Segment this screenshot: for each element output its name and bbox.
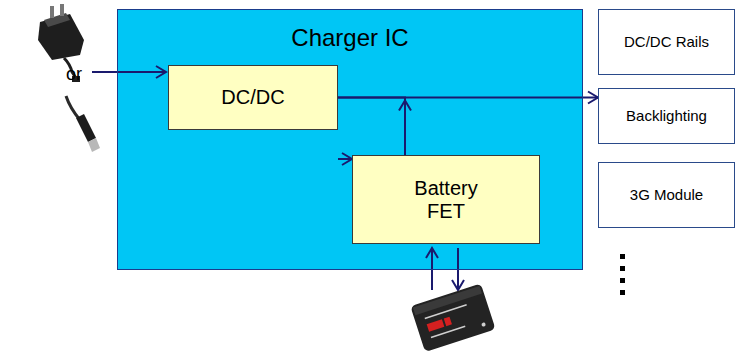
- arrow-head: [588, 92, 598, 104]
- usb-plug-body: [76, 114, 96, 142]
- box-label: DC/DC: [221, 86, 284, 109]
- box-label: 3G Module: [630, 186, 703, 203]
- usb-cable: [66, 96, 100, 152]
- usb-wire: [66, 96, 80, 120]
- charger-ic-block: Charger IC DC/DC Battery FET: [117, 9, 583, 270]
- adapter-prong: [50, 6, 54, 18]
- box-label: Charger IC: [291, 24, 408, 52]
- battery-dot: [481, 322, 486, 327]
- input-arrow: [92, 66, 166, 78]
- usb-plug-tip: [88, 138, 100, 152]
- load-box: 3G Module: [598, 162, 735, 228]
- adapter-body: [38, 14, 84, 60]
- annotation-label: or: [66, 64, 82, 85]
- load-box: DC/DC Rails: [598, 9, 735, 75]
- connector-line: [338, 98, 405, 156]
- adapter-prong: [60, 4, 64, 16]
- battery-mark: [427, 319, 445, 332]
- continuation-dots: [620, 254, 625, 295]
- connector-arrow: [338, 153, 352, 165]
- battery-pack: [410, 283, 495, 352]
- battery-mark: [444, 317, 452, 326]
- dcdc-block: DC/DC: [168, 65, 338, 130]
- box-label: DC/DC Rails: [624, 33, 709, 50]
- connector-arrow: [338, 98, 411, 156]
- battery-body: [410, 283, 495, 352]
- battery-fet-block: Battery FET: [352, 155, 540, 244]
- box-label: Battery FET: [401, 177, 491, 223]
- adapter-top: [44, 13, 70, 27]
- arrow-head: [342, 153, 352, 165]
- arrow-head: [399, 101, 411, 111]
- battery-print: [431, 326, 465, 337]
- battery-print: [425, 305, 467, 319]
- box-label: Backlighting: [626, 107, 707, 124]
- load-box: Backlighting: [598, 88, 735, 144]
- battery-arrows: [426, 248, 464, 290]
